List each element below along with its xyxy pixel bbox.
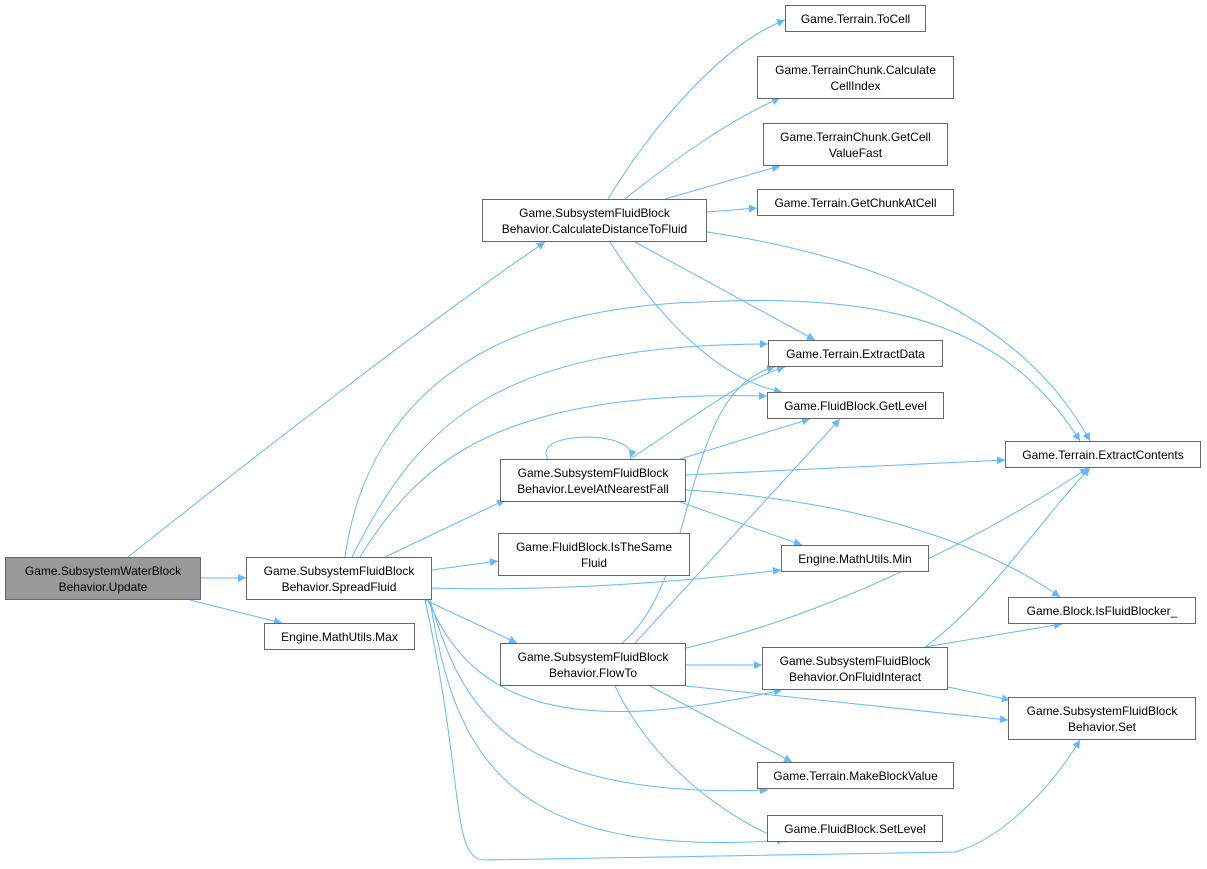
node-extract-data[interactable]: Game.Terrain.ExtractData: [768, 340, 943, 367]
node-label: Game.TerrainChunk.Calculate: [775, 62, 936, 77]
node-set[interactable]: Game.SubsystemFluidBlock Behavior.Set: [1008, 697, 1196, 740]
node-level-at-nearest-fall[interactable]: Game.SubsystemFluidBlock Behavior.LevelA…: [500, 459, 686, 502]
edge-spread-extractcontents: [344, 299, 1081, 558]
node-label: Engine.MathUtils.Min: [798, 551, 912, 566]
node-math-min[interactable]: Engine.MathUtils.Min: [781, 545, 929, 572]
node-label: Game.SubsystemFluidBlock: [519, 205, 670, 220]
node-label: ValueFast: [828, 145, 883, 160]
node-label: CellIndex: [830, 78, 881, 93]
node-is-the-same-fluid[interactable]: Game.FluidBlock.IsTheSame Fluid: [498, 533, 690, 576]
node-label: Game.Block.IsFluidBlocker_: [1026, 603, 1178, 618]
node-calculate-distance-to-fluid[interactable]: Game.SubsystemFluidBlock Behavior.Calcul…: [482, 199, 707, 242]
edge-flowto-extractdata: [621, 365, 776, 644]
node-label: Behavior.SpreadFluid: [281, 579, 397, 594]
edge-spread-levelatnearestfall: [384, 499, 506, 558]
edge-lanf-isfluidblocker: [685, 489, 1061, 598]
edge-calcdist-tocell: [607, 19, 786, 200]
node-make-block-value[interactable]: Game.Terrain.MakeBlockValue: [757, 762, 954, 789]
node-label: Behavior.LevelAtNearestFall: [517, 481, 669, 496]
edge-calcdist-extractdata: [634, 241, 816, 341]
node-get-cell-value-fast[interactable]: Game.TerrainChunk.GetCell ValueFast: [763, 123, 948, 166]
edge-spread-extractdata: [351, 340, 769, 558]
edge-spread-mathmin: [431, 567, 782, 590]
edge-lanf-self: [545, 436, 637, 460]
node-is-fluid-blocker[interactable]: Game.Block.IsFluidBlocker_: [1008, 597, 1196, 624]
edge-flowto-makeblockvalue: [649, 685, 793, 763]
node-label: Fluid: [580, 555, 607, 570]
edge-calcdist-getlevel: [609, 241, 783, 395]
edge-calcdist-calccellindex: [624, 97, 781, 200]
edge-flowto-set: [685, 685, 1009, 724]
node-get-level[interactable]: Game.FluidBlock.GetLevel: [767, 392, 944, 419]
node-label: Game.Terrain.ExtractData: [786, 346, 925, 361]
edge-spread-flowto: [424, 599, 518, 644]
edge-calcdist-getcellvaluefast: [664, 164, 781, 200]
edge-spread-setlevel: [429, 599, 786, 845]
node-label: Game.Terrain.ExtractContents: [1022, 447, 1184, 462]
edge-calcdist-extractcontents: [706, 231, 1091, 442]
edge-spread-onfluidinteract: [427, 599, 783, 713]
edge-onfluid-isfluidblocker: [924, 621, 1063, 648]
node-label: Game.Terrain.MakeBlockValue: [773, 768, 938, 783]
edge-onfluid-set: [947, 686, 1011, 703]
node-label: Game.SubsystemWaterBlock: [24, 563, 182, 578]
node-label: Engine.MathUtils.Max: [281, 629, 398, 644]
node-label: Behavior.FlowTo: [548, 665, 638, 680]
node-label: Game.SubsystemFluidBlock: [517, 465, 669, 480]
node-on-fluid-interact[interactable]: Game.SubsystemFluidBlock Behavior.OnFlui…: [762, 647, 948, 690]
node-label: Behavior.Set: [1067, 719, 1137, 734]
edge-spread-isthesame: [431, 558, 499, 571]
node-label: Game.SubsystemFluidBlock: [779, 653, 931, 668]
node-set-level[interactable]: Game.FluidBlock.SetLevel: [767, 815, 943, 842]
edge-update-calcdist: [127, 241, 546, 558]
node-label: Game.Terrain.GetChunkAtCell: [774, 195, 937, 210]
node-calculate-cell-index[interactable]: Game.TerrainChunk.Calculate CellIndex: [757, 56, 954, 99]
edge-spread-makeblockvalue: [429, 599, 769, 795]
edge-lanf-extractdata: [629, 365, 786, 460]
edge-lanf-extractcontents: [685, 456, 1006, 476]
node-to-cell[interactable]: Game.Terrain.ToCell: [785, 5, 926, 32]
node-spread-fluid[interactable]: Game.SubsystemFluidBlock Behavior.Spread…: [246, 557, 432, 600]
edge-onfluid-extractcontents: [924, 467, 1091, 648]
node-update[interactable]: Game.SubsystemWaterBlock Behavior.Update: [5, 557, 201, 600]
node-label: Game.Terrain.ToCell: [800, 11, 911, 26]
node-label: Behavior.Update: [58, 579, 148, 594]
node-label: Game.FluidBlock.SetLevel: [784, 821, 926, 836]
edge-flowto-setlevel: [614, 685, 787, 843]
edge-spread-getlevel: [359, 391, 768, 558]
node-label: Game.SubsystemFluidBlock: [263, 563, 415, 578]
edge-calcdist-getchunkatcell: [706, 204, 758, 213]
node-label: Game.FluidBlock.GetLevel: [784, 398, 927, 413]
edge-lanf-mathmin: [679, 501, 803, 547]
node-label: Game.SubsystemFluidBlock: [1026, 703, 1178, 718]
node-get-chunk-at-cell[interactable]: Game.Terrain.GetChunkAtCell: [757, 189, 954, 216]
node-extract-contents[interactable]: Game.Terrain.ExtractContents: [1005, 441, 1201, 468]
node-label: Game.TerrainChunk.GetCell: [780, 129, 931, 144]
node-label: Game.FluidBlock.IsTheSame: [515, 539, 673, 554]
node-math-max[interactable]: Engine.MathUtils.Max: [264, 623, 415, 650]
edge-spread-set: [424, 599, 1081, 861]
node-label: Behavior.CalculateDistanceToFluid: [501, 221, 688, 236]
edge-lanf-getlevel: [679, 417, 811, 460]
node-label: Game.SubsystemFluidBlock: [517, 649, 669, 664]
edge-flowto-getlevel: [634, 418, 841, 644]
edge-update-max: [189, 599, 283, 625]
node-flow-to[interactable]: Game.SubsystemFluidBlock Behavior.FlowTo: [500, 643, 686, 686]
node-label: Behavior.OnFluidInteract: [788, 669, 922, 684]
